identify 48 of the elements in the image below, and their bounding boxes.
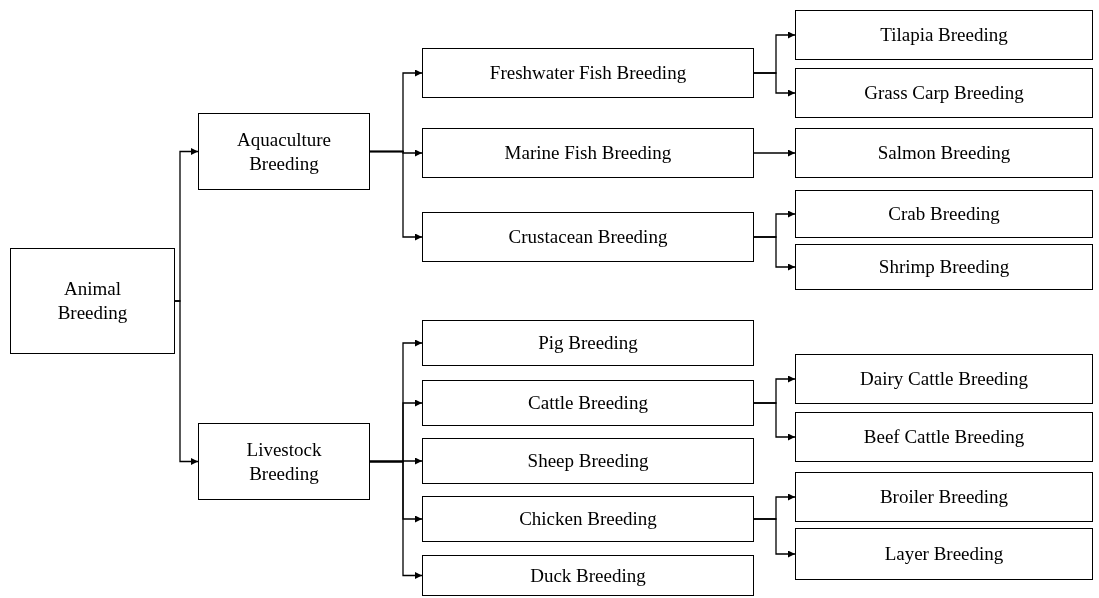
node-label: Salmon Breeding <box>877 141 1011 165</box>
node-label: Crab Breeding <box>888 202 1000 226</box>
node-label: Sheep Breeding <box>527 449 649 473</box>
node-label: Animal Breeding <box>56 277 129 325</box>
connector-arrow <box>753 72 796 97</box>
node-label: Cattle Breeding <box>528 391 648 415</box>
connector-arrow <box>753 402 796 441</box>
category-box <box>422 212 754 262</box>
category-box <box>422 380 754 426</box>
node-label: Chicken Breeding <box>519 507 657 531</box>
connector-arrow <box>753 236 796 271</box>
node-label: Dairy Cattle Breeding <box>860 367 1028 391</box>
category-box <box>795 10 1093 60</box>
category-box <box>422 320 754 366</box>
category-box <box>198 423 370 500</box>
category-box <box>422 128 754 178</box>
connector-arrow <box>753 518 796 558</box>
connector-arrow <box>369 150 423 241</box>
category-box <box>198 113 370 190</box>
category-box <box>795 68 1093 118</box>
node-label: Aquaculture Breeding <box>236 127 332 176</box>
category-box <box>795 528 1093 580</box>
node-label: Livestock Breeding <box>245 437 323 486</box>
connector-arrow <box>369 460 423 579</box>
node-label: Beef Cattle Breeding <box>863 425 1025 449</box>
node-label: Marine Fish Breeding <box>504 141 672 165</box>
category-box <box>10 248 175 354</box>
category-box <box>795 128 1093 178</box>
node-label: Broiler Breeding <box>879 485 1009 509</box>
node-label: Pig Breeding <box>538 331 638 355</box>
category-box <box>795 354 1093 404</box>
category-box <box>795 472 1093 522</box>
category-box <box>795 412 1093 462</box>
node-label: Layer Breeding <box>884 542 1004 566</box>
node-label: Duck Breeding <box>530 563 646 588</box>
connector-arrow <box>174 300 199 465</box>
category-box <box>422 496 754 542</box>
node-label: Tilapia Breeding <box>880 23 1008 47</box>
category-box <box>422 438 754 484</box>
node-label: Freshwater Fish Breeding <box>489 61 687 85</box>
node-label: Shrimp Breeding <box>878 255 1010 279</box>
category-box <box>422 555 754 596</box>
category-box <box>795 190 1093 238</box>
node-label: Crustacean Breeding <box>508 225 668 249</box>
category-box <box>795 244 1093 290</box>
connector-arrow <box>753 149 796 157</box>
category-box <box>422 48 754 98</box>
node-label: Grass Carp Breeding <box>864 81 1024 105</box>
